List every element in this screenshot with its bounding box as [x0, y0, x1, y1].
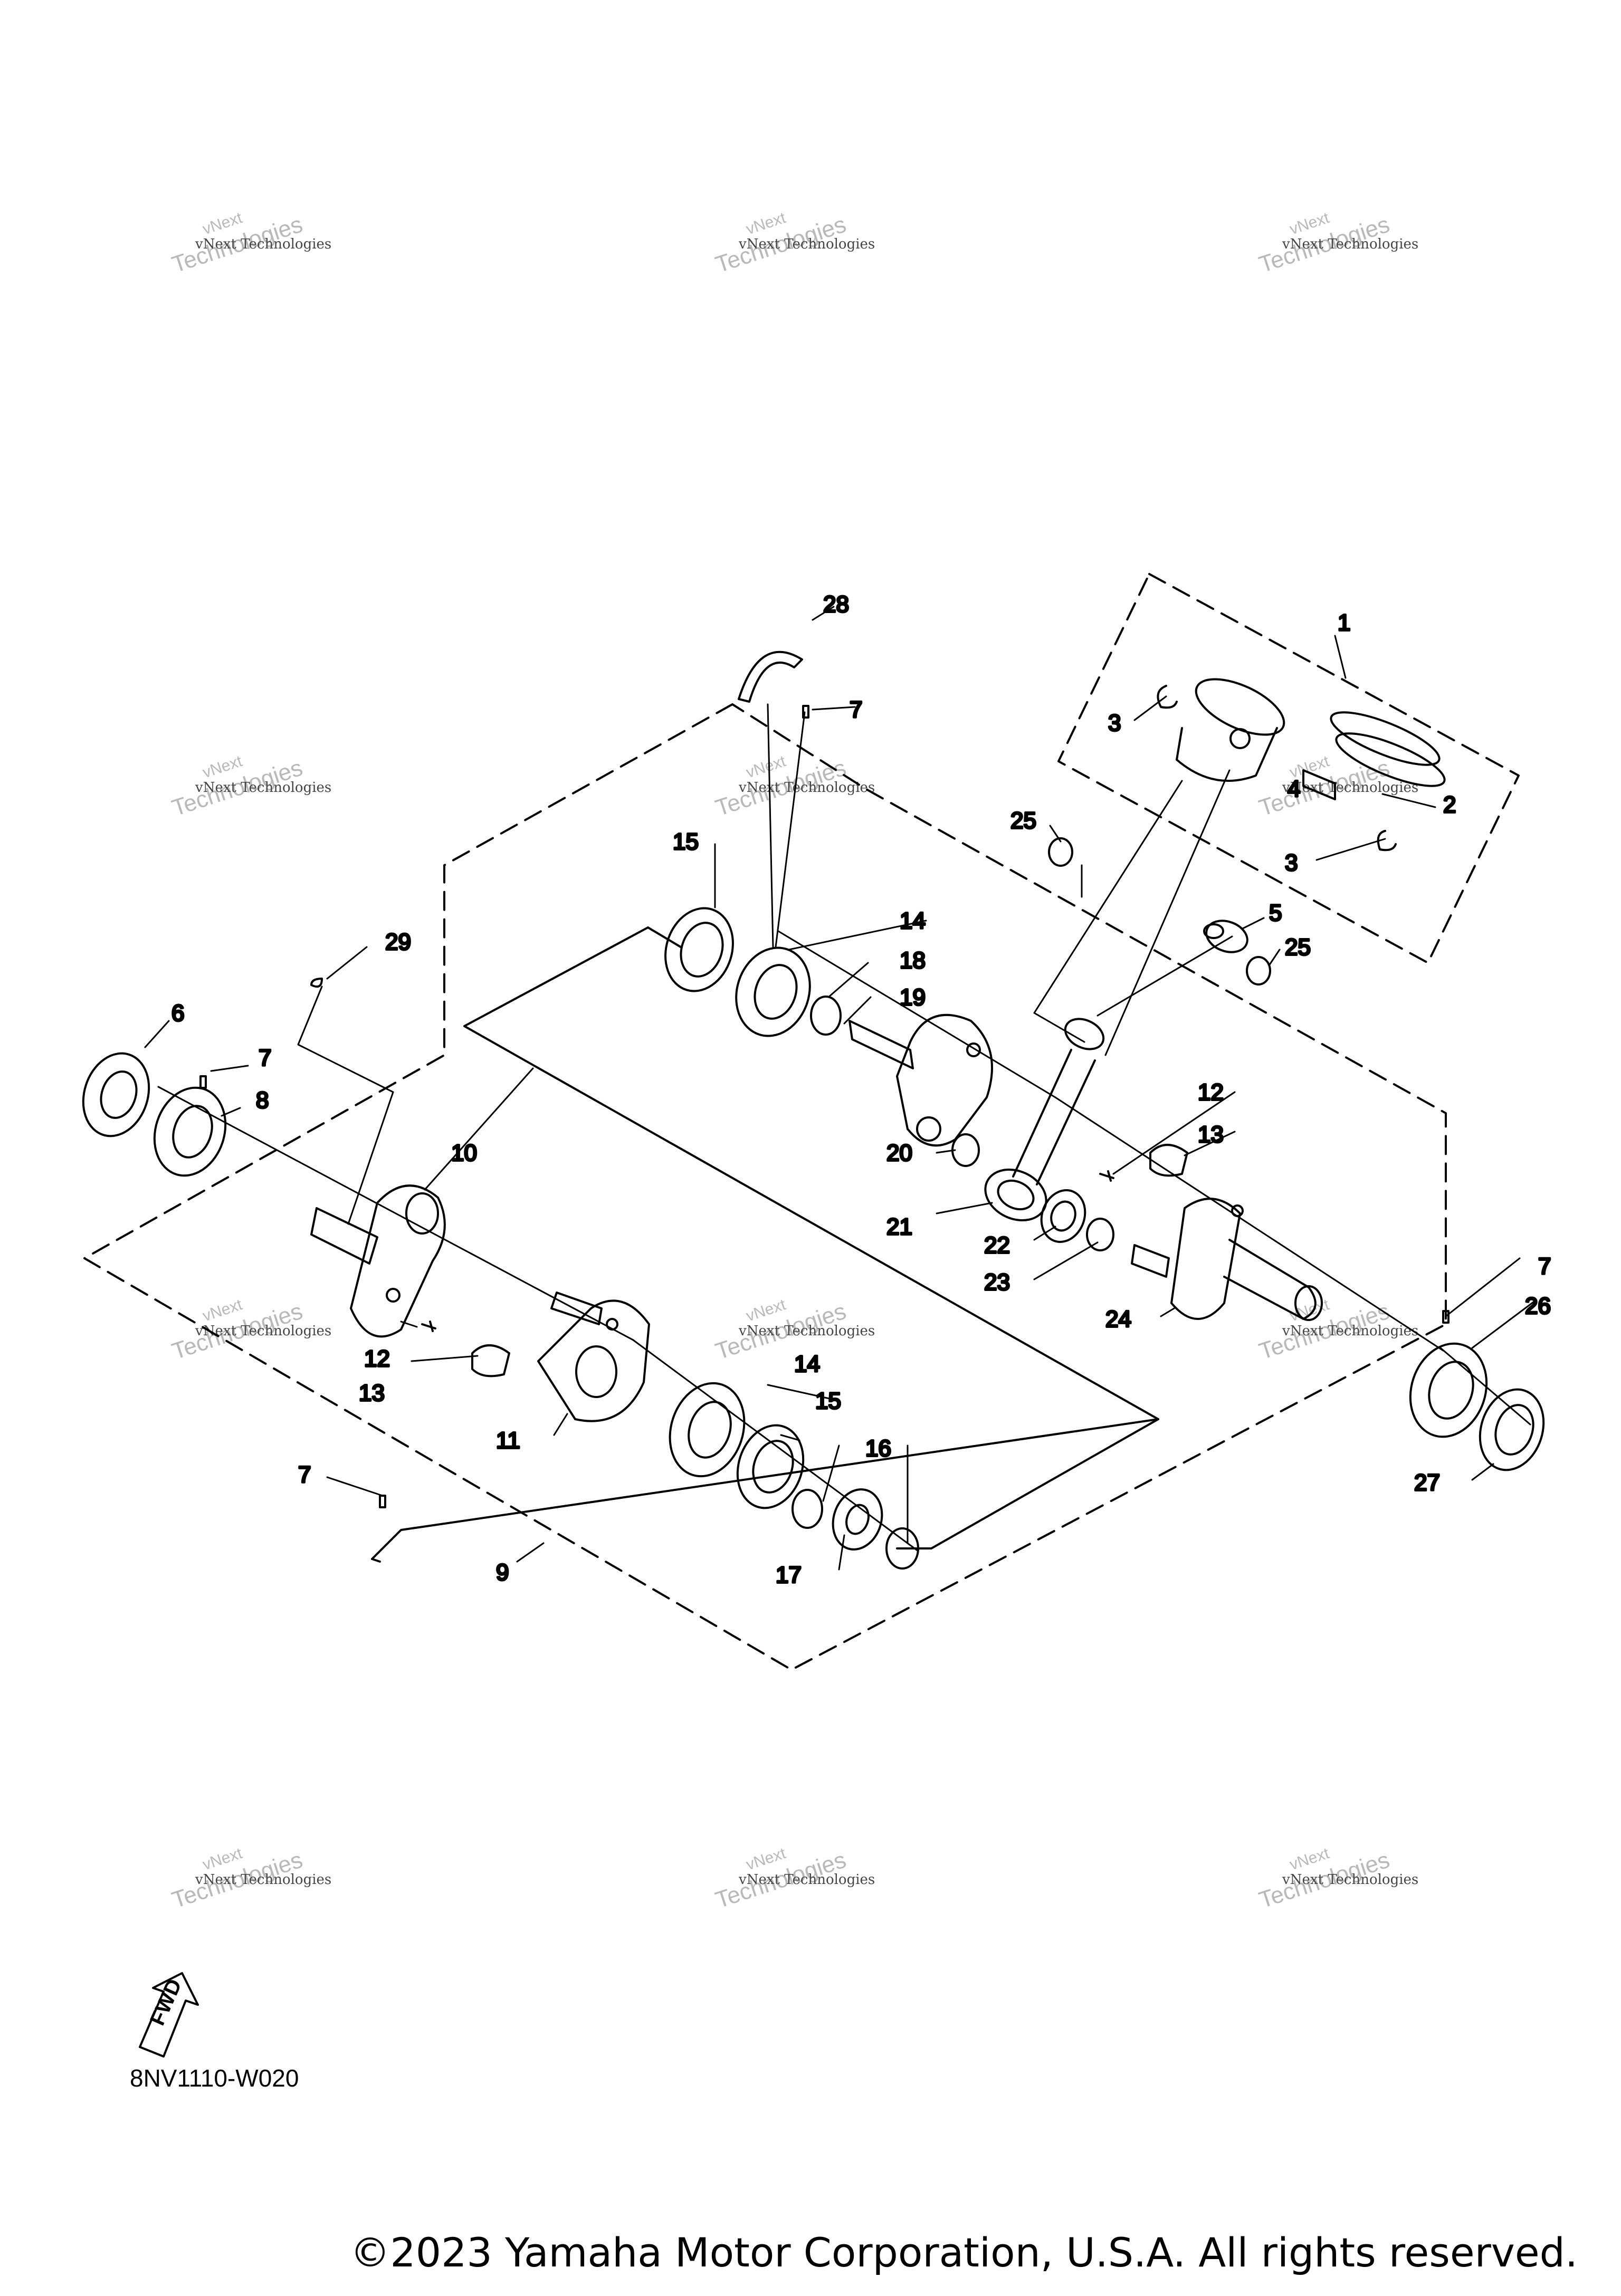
callout-23: 23: [984, 1269, 1010, 1295]
callout-3: 3: [1108, 710, 1121, 736]
callout-7: 7: [1538, 1254, 1551, 1279]
callout-10: 10: [451, 1140, 477, 1166]
callout-leaders: [144, 606, 1537, 1571]
piston-pin: [1302, 769, 1336, 800]
crank-web-center: [537, 1292, 650, 1422]
main-bearing-left: [153, 1086, 227, 1177]
woodruff-key: [310, 978, 323, 988]
callout-25: 25: [1285, 934, 1311, 960]
balancer-plug-13-upper: [1149, 1144, 1188, 1177]
clip-28: [738, 650, 803, 703]
crank-web-left-upper: [896, 1013, 993, 1147]
callout-25: 25: [1010, 808, 1036, 834]
collar-16: [792, 1489, 919, 1570]
diagram-code: 8NV1110-W020: [130, 2064, 299, 2092]
callout-22: 22: [984, 1232, 1010, 1258]
callout-14: 14: [794, 1351, 820, 1377]
crank-web-left: [310, 1184, 446, 1338]
callout-13: 13: [1198, 1122, 1224, 1147]
oil-seal-upper: [664, 907, 734, 992]
crank-unit-frame: [371, 926, 1159, 1563]
callout-20: 20: [886, 1140, 912, 1166]
callout-28: 28: [823, 591, 849, 617]
crank-pin: [848, 1020, 914, 1069]
crankshaft-assembly-group-outline: [83, 703, 1447, 1671]
fwd-arrow-icon: FWD: [139, 1972, 199, 2058]
screw-12-upper: [1099, 1170, 1114, 1182]
main-bearing-upper: [735, 946, 811, 1037]
main-bearing-lower: [669, 1382, 746, 1478]
callout-16: 16: [865, 1436, 891, 1461]
callout-8: 8: [256, 1087, 269, 1113]
oil-seal-left: [82, 1052, 150, 1137]
callout-24: 24: [1105, 1306, 1131, 1332]
callout-1: 1: [1338, 610, 1350, 636]
callout-15: 15: [815, 1388, 841, 1414]
callout-2: 2: [1443, 792, 1456, 818]
screw-12-lower: [421, 1321, 436, 1332]
callout-15: 15: [673, 829, 699, 855]
callout-6: 6: [171, 1000, 184, 1026]
callout-7: 7: [298, 1462, 311, 1488]
small-end-bearing: [1203, 920, 1248, 953]
piston: [1176, 678, 1285, 782]
washer-23: [1086, 1218, 1114, 1251]
copyright-notice: ©2023 Yamaha Motor Corporation, U.S.A. A…: [350, 2229, 1578, 2276]
callout-14: 14: [900, 908, 926, 934]
o-ring-18: [810, 996, 842, 1036]
callout-17: 17: [776, 1562, 802, 1588]
piston-pin-clips: [1157, 685, 1397, 852]
drive-gear-17: [832, 1488, 883, 1551]
assembly-axis-lines: [157, 703, 1531, 1552]
callout-12: 12: [1198, 1079, 1224, 1105]
main-bearing-right: [1409, 1342, 1488, 1438]
piston-rings: [1330, 711, 1446, 787]
callout-12: 12: [364, 1346, 390, 1372]
oil-seal-right: [1479, 1388, 1545, 1471]
callout-7: 7: [850, 697, 862, 723]
crank-pin-bearing: [1040, 1189, 1086, 1243]
callout-19: 19: [900, 984, 926, 1010]
callout-18: 18: [900, 948, 926, 973]
piston-kit-group-outline: [1057, 573, 1520, 964]
callout-13: 13: [359, 1380, 385, 1406]
connecting-rod: [984, 1018, 1105, 1222]
callout-29: 29: [385, 929, 411, 955]
callout-3: 3: [1285, 850, 1298, 876]
callout-26: 26: [1525, 1293, 1551, 1319]
callout-27: 27: [1414, 1470, 1440, 1496]
balancer-plug-13-lower: [471, 1344, 510, 1377]
thrust-washers-25: [1048, 837, 1271, 986]
callout-5: 5: [1269, 900, 1282, 926]
callout-9: 9: [496, 1560, 509, 1585]
callout-21: 21: [886, 1214, 912, 1240]
callout-11: 11: [496, 1428, 520, 1453]
callout-4: 4: [1288, 776, 1300, 802]
oil-seal-lower: [736, 1424, 805, 1509]
crank-web-right: [1131, 1198, 1323, 1321]
callout-7: 7: [259, 1045, 271, 1071]
